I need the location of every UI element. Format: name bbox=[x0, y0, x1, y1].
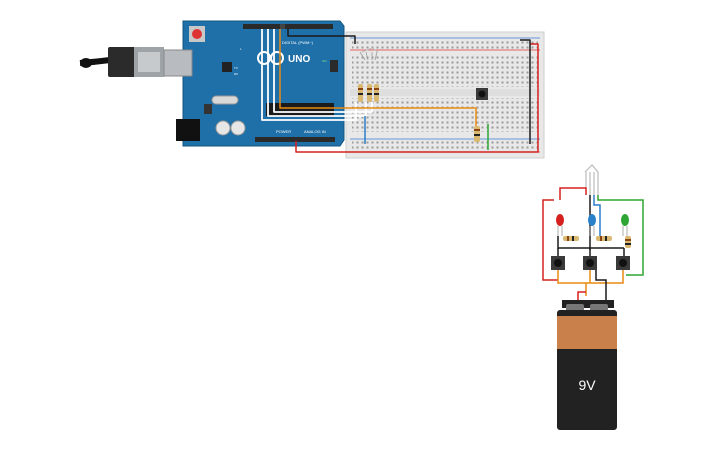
arduino-uno-board[interactable]: UNO DIGITAL (PWM~) POWER ANALOG IN ON TX… bbox=[163, 20, 345, 147]
usb-cable[interactable] bbox=[79, 47, 164, 77]
wire-rail-red[interactable] bbox=[352, 43, 539, 153]
center-channel bbox=[350, 89, 540, 96]
wire-signal-1[interactable] bbox=[261, 29, 357, 121]
capacitor bbox=[215, 120, 231, 136]
led-green[interactable] bbox=[621, 214, 629, 236]
wire-green-loop[interactable] bbox=[597, 195, 644, 276]
breadboard[interactable] bbox=[345, 31, 545, 159]
wire-signal-2[interactable] bbox=[267, 29, 367, 117]
pushbutton[interactable] bbox=[551, 256, 565, 270]
regulator bbox=[222, 62, 232, 72]
arduino-logo-icon bbox=[257, 51, 284, 65]
resistor[interactable] bbox=[374, 84, 379, 102]
analog-label: ANALOG IN bbox=[304, 129, 326, 134]
digital-label: DIGITAL (PWM~) bbox=[282, 40, 314, 45]
resistor[interactable] bbox=[358, 84, 363, 102]
l-label: L bbox=[240, 47, 242, 51]
resistor[interactable] bbox=[563, 236, 579, 241]
battery-label: 9V bbox=[578, 377, 596, 393]
resistor[interactable] bbox=[474, 126, 480, 142]
power-label: POWER bbox=[276, 129, 291, 134]
wires[interactable] bbox=[261, 29, 539, 153]
terminal-strip-bottom[interactable] bbox=[352, 98, 538, 132]
on-label: ON bbox=[322, 59, 327, 63]
atmega-chip-icon bbox=[266, 103, 334, 116]
capacitor bbox=[230, 120, 246, 136]
wire-signal-3[interactable] bbox=[273, 29, 373, 113]
led-red[interactable] bbox=[556, 214, 564, 236]
wire-5v[interactable] bbox=[295, 141, 352, 153]
wire-button[interactable] bbox=[279, 29, 477, 126]
tx-label: TX bbox=[234, 66, 238, 70]
board-brand: UNO bbox=[288, 54, 310, 65]
wire-orange[interactable] bbox=[557, 270, 587, 296]
battery-9v[interactable]: 9V bbox=[557, 300, 617, 430]
usb-port bbox=[163, 49, 193, 77]
power-analog-header[interactable] bbox=[255, 137, 335, 142]
terminal-strip-top[interactable] bbox=[352, 55, 538, 87]
rgb-led[interactable] bbox=[359, 47, 379, 61]
resistor[interactable] bbox=[596, 236, 612, 241]
battery-led-circuit[interactable]: 9V bbox=[542, 164, 644, 430]
power-rail-bottom[interactable] bbox=[352, 141, 538, 150]
pushbutton[interactable] bbox=[476, 88, 488, 100]
battery-snap bbox=[562, 300, 614, 308]
resistor[interactable] bbox=[625, 236, 631, 248]
led-blue[interactable] bbox=[588, 214, 596, 236]
wire-blue[interactable] bbox=[593, 195, 601, 240]
wire-rail-black[interactable] bbox=[520, 39, 531, 144]
resistor[interactable] bbox=[367, 84, 372, 102]
rgb-led[interactable] bbox=[584, 164, 599, 195]
pushbutton[interactable] bbox=[616, 256, 630, 270]
crystal bbox=[211, 95, 239, 105]
wire-red-loop[interactable] bbox=[542, 199, 558, 281]
rx-label: RX bbox=[234, 72, 238, 76]
pushbutton[interactable] bbox=[583, 256, 597, 270]
power-rail-top[interactable] bbox=[352, 40, 538, 49]
wire-ground[interactable] bbox=[287, 29, 356, 44]
power-jack-icon bbox=[176, 119, 200, 141]
digital-header[interactable] bbox=[243, 24, 333, 29]
reset-button-icon bbox=[192, 29, 202, 39]
usb-plug-body bbox=[108, 47, 136, 77]
